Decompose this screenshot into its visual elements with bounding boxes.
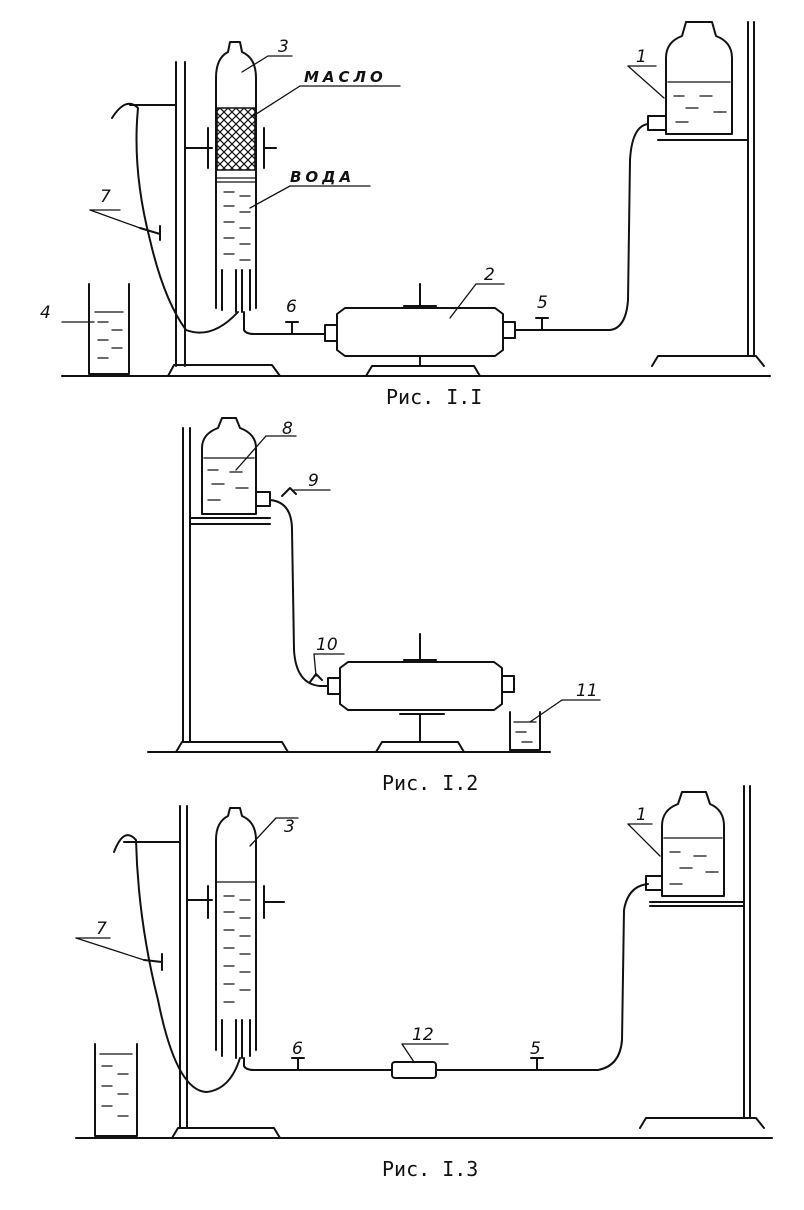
label-8: 8 [282,419,293,439]
beaker-left-3 [94,1043,138,1137]
hose-7b [113,834,241,1093]
label-9: 9 [308,471,319,491]
label-5: 5 [537,293,548,313]
label-10: 10 [316,635,338,655]
cell-2b [327,633,515,753]
label-7b: 7 [96,919,107,939]
vessel-8 [201,417,271,515]
label-1b: 1 [636,805,647,825]
label-oil: МАСЛО [304,68,387,86]
water-layer [223,191,251,261]
figure-1-1: 3 МАСЛО ВОДА 1 2 5 6 4 7 Рис. I.I [40,21,771,409]
caption-fig-2: Рис. I.2 [382,771,478,795]
beaker-4 [88,283,130,375]
tube-5 [514,123,649,331]
caption-fig-1: Рис. I.I [386,385,482,409]
tube-6b [243,1057,393,1071]
left-stand [129,61,281,377]
label-7: 7 [100,187,111,207]
label-11: 11 [576,681,598,701]
label-5b: 5 [530,1039,541,1059]
label-3: 3 [278,37,289,57]
label-6: 6 [286,297,297,317]
tube-9-10 [269,499,329,687]
label-4: 4 [40,303,51,323]
right-stand [651,21,765,367]
label-2: 2 [484,265,495,285]
label-3b: 3 [284,817,295,837]
beaker-11 [509,711,541,751]
column-3b [207,807,285,1059]
label-6b: 6 [292,1039,303,1059]
vessel-1b [645,791,745,907]
tube-5b [435,883,649,1071]
cell-2 [324,283,516,377]
label-1: 1 [636,47,647,67]
vessel-1 [647,21,749,141]
element-12 [391,1061,437,1079]
tube-6 [243,311,326,335]
figure-1-2: 8 9 10 11 Рис. I.2 [147,417,601,795]
label-water: ВОДА [290,168,355,186]
column-3 [207,41,277,313]
figure-1-3: 3 1 12 6 5 7 Рис. I.3 [75,785,773,1181]
caption-fig-3: Рис. I.3 [382,1157,478,1181]
hose-7 [111,102,239,334]
oil-layer [216,107,256,171]
label-12: 12 [412,1025,434,1045]
